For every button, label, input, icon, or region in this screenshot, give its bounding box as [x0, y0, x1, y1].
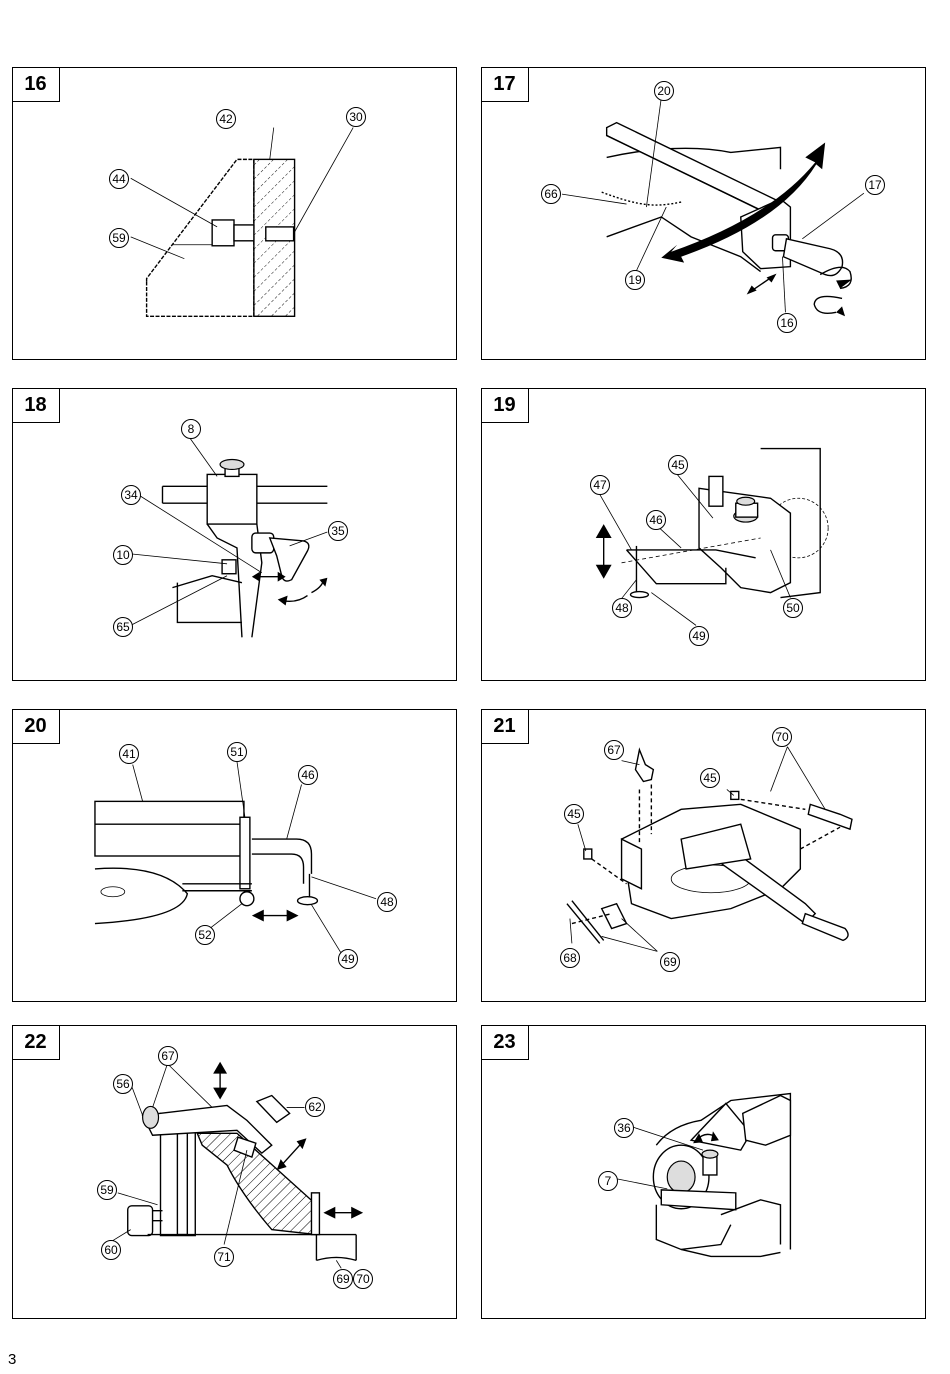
callout-70: 70 — [772, 727, 792, 747]
callout-30: 30 — [346, 107, 366, 127]
callout-8: 8 — [181, 419, 201, 439]
figure-20-illustration — [94, 761, 377, 954]
callout-67: 67 — [158, 1046, 178, 1066]
callout-52: 52 — [195, 925, 215, 945]
figure-22-illustration — [112, 1061, 364, 1269]
callout-48: 48 — [612, 598, 632, 618]
callout-59: 59 — [97, 1180, 117, 1200]
figure-17-illustration — [561, 97, 865, 317]
callout-49: 49 — [689, 626, 709, 646]
figure-number: 18 — [13, 389, 60, 423]
figure-16: 16 42 30 44 59 — [12, 67, 457, 360]
callout-42: 42 — [216, 109, 236, 129]
figure-17: 17 20 66 17 19 16 — [481, 67, 926, 360]
figure-18-illustration — [130, 438, 328, 638]
figure-19: 19 45 47 46 50 48 49 — [481, 388, 926, 681]
figure-number: 16 — [13, 68, 60, 102]
figure-19-illustration — [595, 447, 829, 626]
figure-number: 20 — [13, 710, 60, 744]
callout-44: 44 — [109, 169, 129, 189]
figure-22: 22 67 56 62 59 6 — [12, 1025, 457, 1319]
callout-60: 60 — [101, 1240, 121, 1260]
callout-49: 49 — [338, 949, 358, 969]
callout-17: 17 — [865, 175, 885, 195]
callout-51: 51 — [227, 742, 247, 762]
callout-16: 16 — [777, 313, 797, 333]
callout-46: 46 — [646, 510, 666, 530]
callout-67: 67 — [604, 740, 624, 760]
figure-number: 22 — [13, 1026, 60, 1060]
callout-71: 71 — [214, 1247, 234, 1267]
callout-50: 50 — [783, 598, 803, 618]
figure-number: 23 — [482, 1026, 529, 1060]
callout-45: 45 — [564, 804, 584, 824]
callout-46: 46 — [298, 765, 318, 785]
callout-7: 7 — [598, 1171, 618, 1191]
callout-19: 19 — [625, 270, 645, 290]
callout-45: 45 — [700, 768, 720, 788]
callout-56: 56 — [113, 1074, 133, 1094]
callout-34: 34 — [121, 485, 141, 505]
figure-18: 18 8 34 35 10 65 — [12, 388, 457, 681]
figure-16-illustration — [130, 127, 354, 317]
callout-68: 68 — [560, 948, 580, 968]
figure-20: 20 41 51 46 48 52 49 — [12, 709, 457, 1002]
figure-number: 19 — [482, 389, 529, 423]
callout-70: 70 — [353, 1269, 373, 1289]
callout-47: 47 — [590, 475, 610, 495]
figure-number: 21 — [482, 710, 529, 744]
callout-62: 62 — [305, 1097, 325, 1117]
callout-48: 48 — [377, 892, 397, 912]
callout-10: 10 — [113, 545, 133, 565]
figure-21-illustration — [566, 746, 853, 952]
callout-36: 36 — [614, 1118, 634, 1138]
callout-45: 45 — [668, 455, 688, 475]
figure-number: 17 — [482, 68, 529, 102]
callout-65: 65 — [113, 617, 133, 637]
callout-69: 69 — [333, 1269, 353, 1289]
callout-69: 69 — [660, 952, 680, 972]
figure-23: 23 36 7 — [481, 1025, 926, 1319]
callout-59: 59 — [109, 228, 129, 248]
callout-66: 66 — [541, 184, 561, 204]
figure-23-illustration — [617, 1092, 792, 1258]
page-number: 3 — [8, 1351, 17, 1368]
callout-41: 41 — [119, 744, 139, 764]
figure-21: 21 67 70 45 45 68 69 — [481, 709, 926, 1002]
callout-20: 20 — [654, 81, 674, 101]
callout-35: 35 — [328, 521, 348, 541]
